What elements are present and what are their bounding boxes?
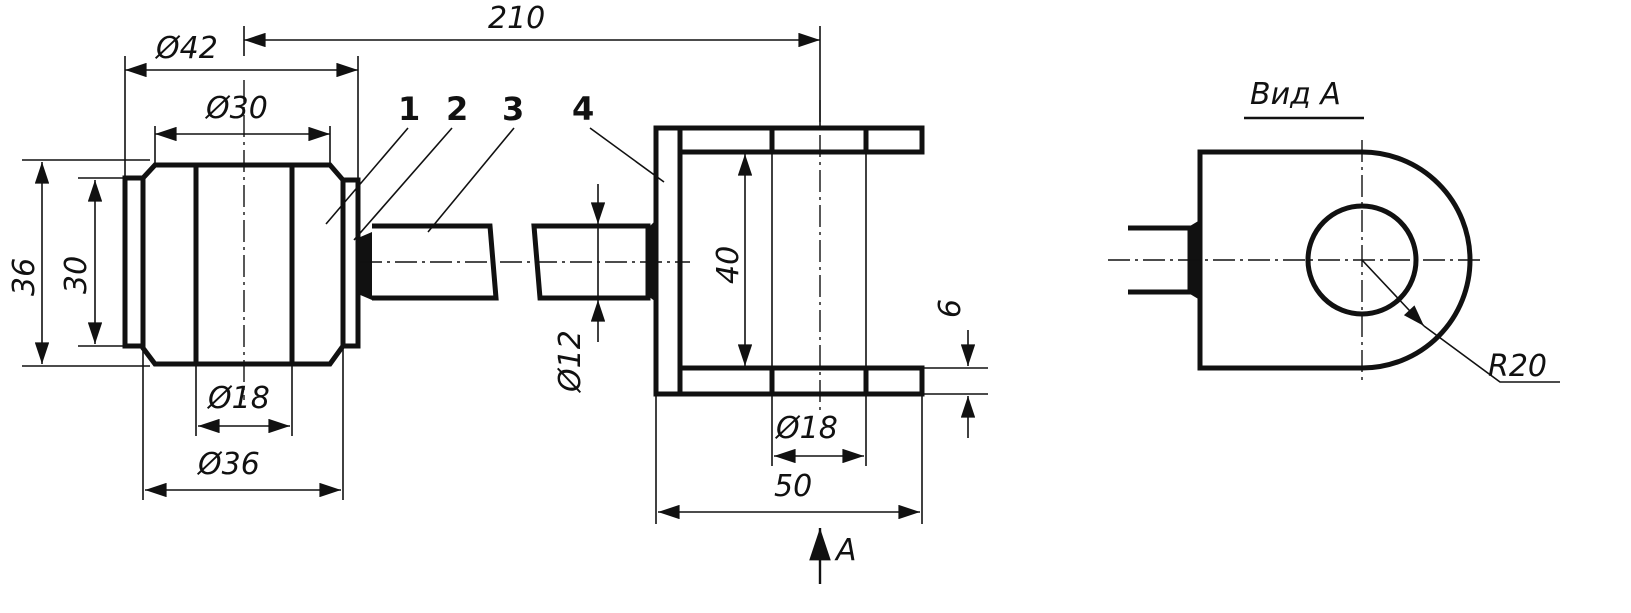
dim-r20: R20 [1488,349,1547,384]
bushing-section [122,80,372,400]
dim-40: 40 [711,246,746,284]
dim-d30: Ø30 [204,91,268,126]
view-title: Вид A [1250,77,1341,112]
part-label-4: 4 [572,90,594,128]
dim-d36: Ø36 [196,447,260,482]
view-a [1108,116,1560,383]
weld-left [358,232,372,300]
fork-end-outline [1197,149,1473,371]
labels: Ø42 210 Ø30 36 30 Ø18 Ø36 Ø12 40 6 Ø18 5… [7,1,1547,568]
fork-section [648,100,925,410]
dim-50: 50 [774,469,812,504]
part-label-2: 2 [446,90,468,128]
part-label-1: 1 [398,90,420,128]
sleeve-left-wall [122,175,146,349]
dim-30: 30 [59,256,94,294]
dim-210: 210 [488,1,545,36]
dim-6: 6 [933,299,968,318]
view-arrow-label: A [834,533,857,568]
part-label-3: 3 [502,90,524,128]
dimension-lines [22,26,988,584]
dim-d42: Ø42 [154,31,218,66]
rod [360,223,690,301]
rubber-insert-left [140,162,199,367]
rubber-insert-right [289,162,346,367]
dim-d18-left: Ø18 [206,381,270,416]
dim-d18-right: Ø18 [774,411,838,446]
dim-d12: Ø12 [553,330,588,394]
dim-36: 36 [7,258,42,296]
